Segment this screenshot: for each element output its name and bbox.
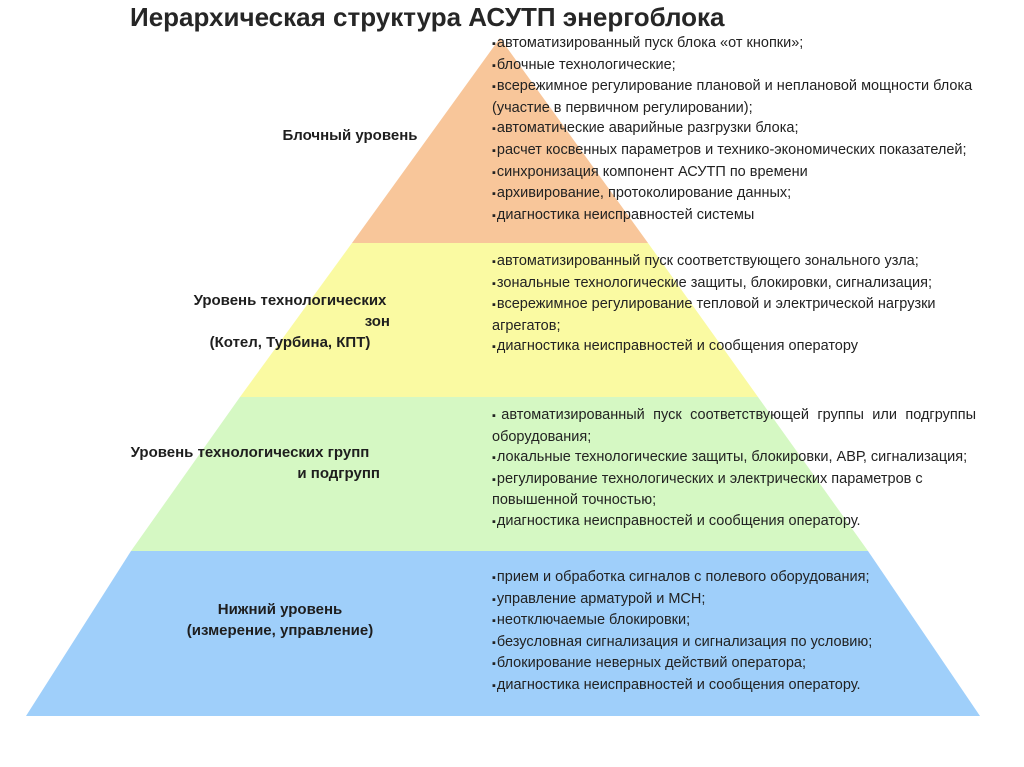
list-item: диагностика неисправностей и сообщения о… [492,511,976,533]
level-items-block: автоматизированный пуск блока «от кнопки… [492,33,976,226]
level-label-line: Уровень технологических групп [130,444,370,461]
level-items-zones: автоматизированный пуск соответствующего… [492,251,976,358]
level-label-groups: Уровень технологических групп и подгрупп [100,442,400,484]
level-label-line: зон [364,313,390,330]
list-item: архивирование, протоколирование данных; [492,183,976,205]
list-item: управление арматурой и МСН; [492,589,976,611]
level-items-lower: прием и обработка сигналов с полевого об… [492,567,976,697]
level-label-line: (измерение, управление) [186,622,374,639]
list-item: неотключаемые блокировки; [492,610,976,632]
list-item: всережимное регулирование плановой и неп… [492,76,976,118]
page-title: Иерархическая структура АСУТП энергоблок… [130,2,725,32]
list-item: диагностика неисправностей системы [492,205,976,227]
list-item: расчет косвенных параметров и технико-эк… [492,140,976,162]
list-item: локальные технологические защиты, блокир… [492,447,976,469]
list-item: прием и обработка сигналов с полевого об… [492,567,976,589]
list-item: диагностика неисправностей и сообщения о… [492,336,976,358]
list-item: автоматизированный пуск блока «от кнопки… [492,33,976,55]
list-item: диагностика неисправностей и сообщения о… [492,675,976,697]
list-item: безусловная сигнализация и сигнализация … [492,632,976,654]
list-item: всережимное регулирование тепловой и эле… [492,294,976,336]
list-item: синхронизация компонент АСУТП по времени [492,162,976,184]
list-item: автоматические аварийные разгрузки блока… [492,118,976,140]
list-item: блочные технологические; [492,55,976,77]
level-label-line: (Котел, Турбина, КПТ) [209,334,371,351]
level-label-line: Блочный уровень [282,127,418,144]
list-item: блокирование неверных действий оператора… [492,653,976,675]
list-item: регулирование технологических и электрич… [492,469,976,511]
level-label-lower: Нижний уровень (измерение, управление) [150,599,410,641]
level-label-line: и подгрупп [297,465,380,482]
level-items-groups: автоматизированный пуск соответствующей … [492,405,976,533]
level-label-zones: Уровень технологических зон (Котел, Турб… [160,290,420,353]
list-item: автоматизированный пуск соответствующего… [492,251,976,273]
level-label-line: Уровень технологических [193,292,387,309]
level-label-block: Блочный уровень [230,125,470,146]
list-item: зональные технологические защиты, блокир… [492,273,976,295]
list-item: автоматизированный пуск соответствующей … [492,405,976,447]
level-label-line: Нижний уровень [217,601,343,618]
